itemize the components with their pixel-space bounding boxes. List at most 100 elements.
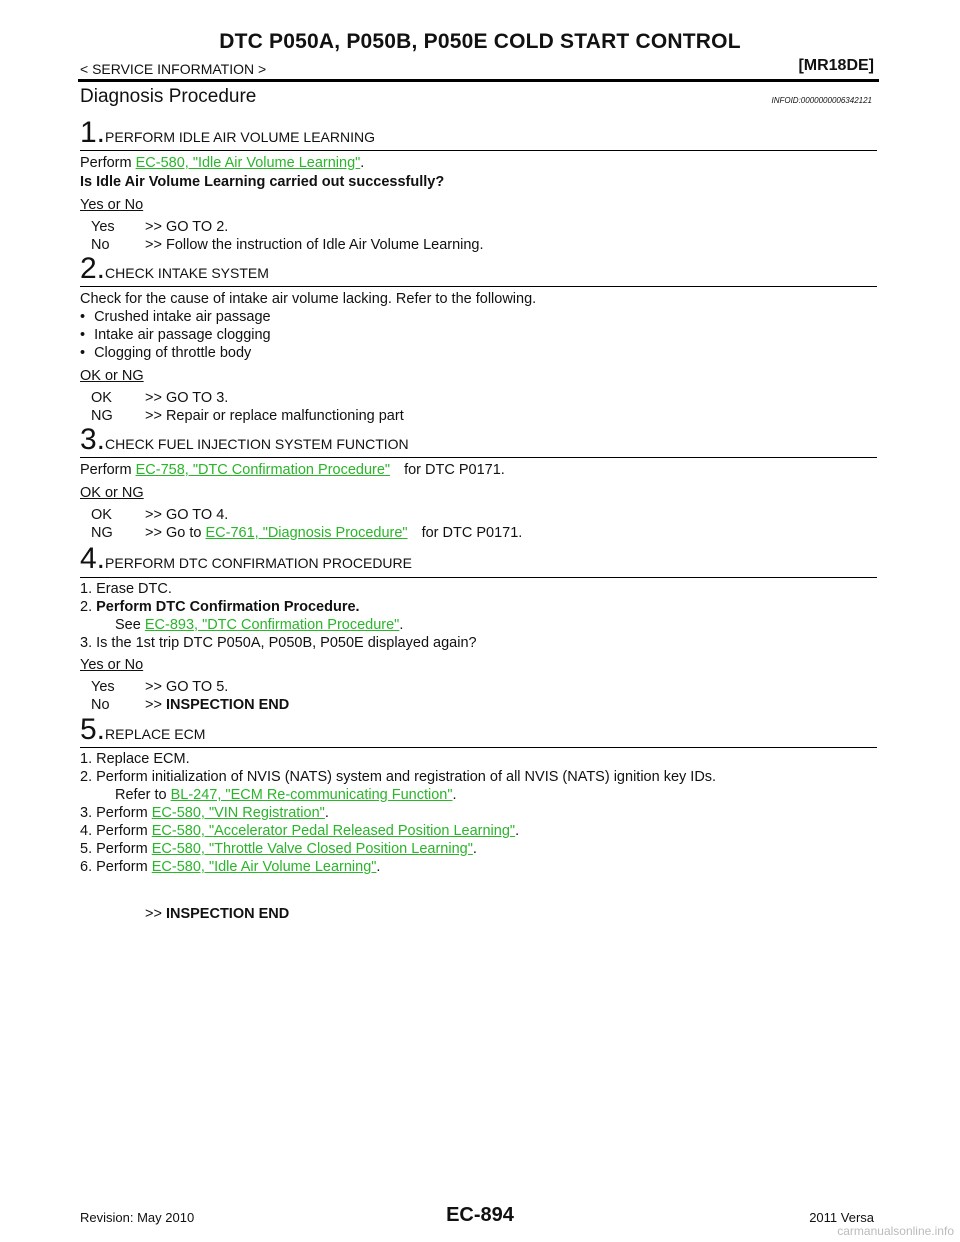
perform-text: Perform — [96, 841, 152, 857]
step-3-rule — [80, 457, 877, 458]
page-number: EC-894 — [446, 1204, 514, 1226]
page-title: DTC P050A, P050B, P050E COLD START CONTR… — [219, 30, 741, 53]
step-4-answer-yes-text: >> GO TO 5. — [145, 679, 229, 695]
item-number: 2. — [80, 599, 93, 615]
item-number: 3. — [80, 635, 93, 651]
step-5-item-2-refer: Refer to BL-247, "ECM Re-communicating F… — [115, 787, 457, 803]
step-2-bullet-2: • Intake air passage clogging — [80, 327, 271, 343]
step-4-answer-no: >> INSPECTION END — [145, 697, 289, 713]
step-2-bullet-1: • Crushed intake air passage — [80, 309, 271, 325]
link-ec-580-throttle-valve-closed-position-learning[interactable]: EC-580, "Throttle Valve Closed Position … — [151, 841, 473, 857]
step-5-item-1: 1. Replace ECM. — [80, 751, 190, 767]
step-3-instruction: Perform EC-758, "DTC Confirmation Proced… — [80, 462, 505, 478]
arrow-text: >> — [145, 906, 166, 922]
go-to-text: >> Go to — [145, 525, 206, 541]
step-3-heading: 3.CHECK FUEL INJECTION SYSTEM FUNCTION — [80, 425, 409, 455]
refer-text: Refer to — [115, 787, 171, 803]
step-4-heading: 4.PERFORM DTC CONFIRMATION PROCEDURE — [80, 544, 412, 574]
step-1-instruction: Perform EC-580, "Idle Air Volume Learnin… — [80, 155, 364, 171]
step-2-answer-ok-text: >> GO TO 3. — [145, 390, 229, 406]
step-4-item-2-see: See EC-893, "DTC Confirmation Procedure"… — [115, 617, 403, 633]
step-2-answer-ng-key: NG — [91, 408, 113, 424]
step-4-number: 4. — [80, 542, 106, 575]
step-4-item-1: 1. Erase DTC. — [80, 581, 172, 597]
model-label: [MR18DE] — [798, 57, 874, 74]
item-text: Perform DTC Confirmation Procedure. — [96, 599, 360, 615]
step-3-choice: OK or NG — [80, 485, 144, 501]
arrow-text: >> — [145, 697, 166, 713]
item-number: 5. — [80, 841, 93, 857]
item-text: Replace ECM. — [96, 751, 190, 767]
step-1-question: Is Idle Air Volume Learning carried out … — [80, 174, 445, 190]
step-1-answer-yes-text: >> GO TO 2. — [145, 219, 229, 235]
step-3-number: 3. — [80, 423, 106, 456]
step-5-item-5: 5. Perform EC-580, "Throttle Valve Close… — [80, 841, 477, 857]
inspection-end-text: INSPECTION END — [165, 697, 290, 713]
step-3-title: CHECK FUEL INJECTION SYSTEM FUNCTION — [105, 436, 409, 452]
step-5-item-4: 4. Perform EC-580, "Accelerator Pedal Re… — [80, 823, 519, 839]
period-text: . — [472, 841, 477, 857]
link-ec-758-dtc-confirmation-procedure[interactable]: EC-758, "DTC Confirmation Procedure" — [135, 462, 391, 478]
revision-label: Revision: May 2010 — [80, 1210, 195, 1225]
perform-text: Perform — [80, 462, 136, 478]
step-3-answer-ok-text: >> GO TO 4. — [145, 507, 229, 523]
step-5-item-2: 2. Perform initialization of NVIS (NATS)… — [80, 769, 716, 785]
for-dtc-text: for DTC P0171. — [421, 525, 523, 541]
step-5-item-3: 3. Perform EC-580, "VIN Registration". — [80, 805, 329, 821]
edition-label: 2011 Versa — [809, 1210, 874, 1225]
step-4-answer-no-key: No — [91, 697, 110, 713]
bullet-text: Clogging of throttle body — [94, 345, 252, 361]
section-title: Diagnosis Procedure — [80, 86, 257, 107]
link-ec-761-diagnosis-procedure[interactable]: EC-761, "Diagnosis Procedure" — [205, 525, 408, 541]
item-text: Is the 1st trip DTC P050A, P050B, P050E … — [96, 635, 477, 651]
step-2-number: 2. — [80, 252, 106, 285]
step-1-answer-yes-key: Yes — [91, 219, 115, 235]
step-5-heading: 5.REPLACE ECM — [80, 715, 205, 745]
bullet-mark: • — [80, 309, 86, 325]
link-ec-580-idle-air-volume-learning-2[interactable]: EC-580, "Idle Air Volume Learning" — [151, 859, 377, 875]
item-number: 1. — [80, 751, 93, 767]
item-number: 2. — [80, 769, 93, 785]
step-1-answer-no-key: No — [91, 237, 110, 253]
period-text: . — [360, 155, 365, 171]
bullet-text: Crushed intake air passage — [94, 309, 271, 325]
step-4-item-3: 3. Is the 1st trip DTC P050A, P050B, P05… — [80, 635, 477, 651]
link-ec-580-idle-air-volume-learning[interactable]: EC-580, "Idle Air Volume Learning" — [135, 155, 361, 171]
link-ec-580-vin-registration[interactable]: EC-580, "VIN Registration" — [151, 805, 325, 821]
item-text: Perform initialization of NVIS (NATS) sy… — [96, 769, 717, 785]
perform-text: Perform — [80, 155, 136, 171]
bullet-mark: • — [80, 345, 86, 361]
step-2-answer-ok-key: OK — [91, 390, 112, 406]
item-number: 3. — [80, 805, 93, 821]
link-ec-893-dtc-confirmation-procedure[interactable]: EC-893, "DTC Confirmation Procedure" — [144, 617, 400, 633]
step-1-rule — [80, 150, 877, 151]
item-number: 1. — [80, 581, 93, 597]
period-text: . — [399, 617, 404, 633]
step-3-answer-ok-key: OK — [91, 507, 112, 523]
perform-text: Perform — [96, 859, 152, 875]
step-1-title: PERFORM IDLE AIR VOLUME LEARNING — [105, 129, 375, 145]
item-text: Erase DTC. — [96, 581, 172, 597]
perform-text: Perform — [96, 805, 152, 821]
info-id: INFOID:0000000006342121 — [771, 96, 872, 105]
bullet-mark: • — [80, 327, 86, 343]
step-2-intro: Check for the cause of intake air volume… — [80, 291, 537, 307]
step-1-choice: Yes or No — [80, 197, 144, 213]
step-1-heading: 1.PERFORM IDLE AIR VOLUME LEARNING — [80, 118, 375, 148]
period-text: . — [376, 859, 381, 875]
period-text: . — [515, 823, 520, 839]
step-2-rule — [80, 286, 877, 287]
step-5-number: 5. — [80, 713, 106, 746]
step-1-answer-no-text: >> Follow the instruction of Idle Air Vo… — [145, 237, 484, 253]
for-dtc-text: for DTC P0171. — [404, 462, 505, 478]
link-bl-247-ecm-re-communicating-function[interactable]: BL-247, "ECM Re-communicating Function" — [170, 787, 453, 803]
bullet-text: Intake air passage clogging — [94, 327, 271, 343]
item-number: 4. — [80, 823, 93, 839]
link-ec-580-accelerator-pedal-released-position-learning[interactable]: EC-580, "Accelerator Pedal Released Posi… — [151, 823, 516, 839]
step-3-answer-ng: >> Go to EC-761, "Diagnosis Procedure" fo… — [145, 525, 522, 541]
step-3-answer-ng-key: NG — [91, 525, 113, 541]
item-number: 6. — [80, 859, 93, 875]
step-4-title: PERFORM DTC CONFIRMATION PROCEDURE — [105, 555, 412, 571]
perform-text: Perform — [96, 823, 152, 839]
service-info-label: < SERVICE INFORMATION > — [80, 61, 267, 77]
